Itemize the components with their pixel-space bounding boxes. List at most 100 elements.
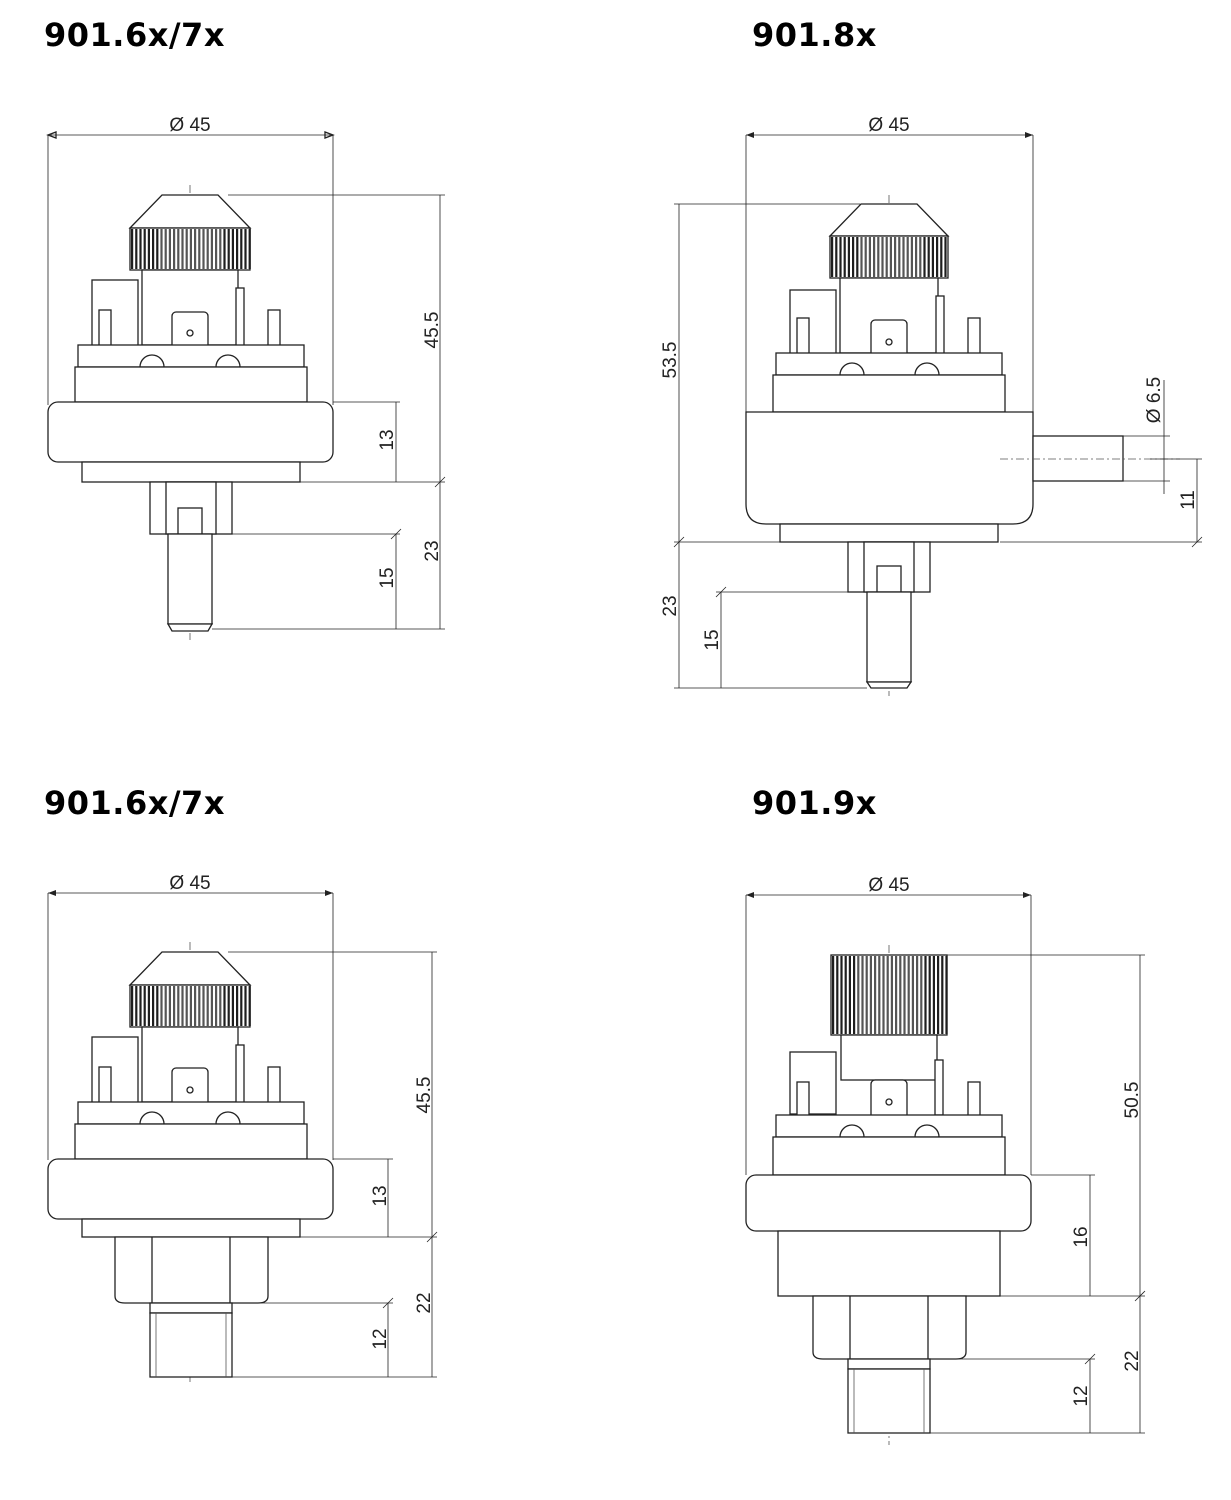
body-label: 13	[370, 1185, 391, 1206]
knurl-ridge	[865, 956, 868, 1034]
knurl-ridge	[198, 986, 201, 1026]
knurl-ridge	[853, 956, 856, 1034]
knurl-ridge	[890, 956, 893, 1034]
knurl-ridge	[902, 237, 905, 277]
switch-drawing-901-9x: Ø 45 50.5 16 22	[745, 875, 1146, 1445]
knurl-ridge	[932, 956, 935, 1034]
knurl-ridge	[835, 237, 838, 277]
knurl-ridge	[143, 986, 146, 1026]
knurl-ridge	[215, 229, 218, 269]
knurl-ridge	[873, 237, 876, 277]
stem-label: 15	[377, 567, 398, 588]
stem-label: 15	[702, 629, 723, 650]
knurl-ridge	[223, 229, 226, 269]
knurl-ridge	[240, 229, 243, 269]
knurl-ridge	[248, 986, 251, 1026]
knurl-ridge	[173, 229, 176, 269]
knurl-ridge	[886, 956, 889, 1034]
knurl-ridge	[152, 229, 155, 269]
knurl-ridge	[206, 986, 209, 1026]
knurl-ridge	[878, 956, 881, 1034]
knurl-ridge	[928, 956, 931, 1034]
knurl-ridge	[135, 229, 138, 269]
knurl-ridge	[906, 237, 909, 277]
stem-total-label: 23	[660, 595, 681, 616]
drawing-title-901-9x: 901.9x	[752, 784, 877, 822]
knurl-ridge	[185, 229, 188, 269]
knurl-ridge	[882, 956, 885, 1034]
knurl-ridge	[840, 956, 843, 1034]
knurl-ridge	[160, 986, 163, 1026]
switch-drawing-901-6x-7x-bottom: Ø 45 45.5 13	[47, 873, 438, 1385]
thread-label: 12	[1071, 1385, 1092, 1406]
knurl-ridge	[156, 229, 159, 269]
knurl-ridge	[231, 229, 234, 269]
height-label: 45.5	[422, 312, 443, 349]
knurl-ridge	[881, 237, 884, 277]
knurl-ridge	[206, 229, 209, 269]
body-label: 13	[377, 429, 398, 450]
knurl-ridge	[202, 986, 205, 1026]
knurl-ridge	[885, 237, 888, 277]
knurl-ridge	[832, 956, 835, 1034]
stem-total-label: 22	[414, 1292, 435, 1313]
knurl-ridge	[147, 986, 150, 1026]
drawing-title-901-6x-7x-top: 901.6x/7x	[44, 16, 225, 54]
knurl-ridge	[181, 986, 184, 1026]
knurl-ridge	[227, 229, 230, 269]
height-label: 45.5	[414, 1077, 435, 1114]
knurl-ridge	[202, 229, 205, 269]
knurl-ridge	[210, 986, 213, 1026]
knurl-ridge	[937, 956, 940, 1034]
knurl-ridge	[848, 956, 851, 1034]
knurl-ridge	[857, 956, 860, 1034]
knurl-ridge	[189, 986, 192, 1026]
knurl-ridge	[156, 986, 159, 1026]
diameter-label: Ø 45	[868, 115, 909, 136]
knurl-ridge	[894, 237, 897, 277]
knurl-ridge	[844, 956, 847, 1034]
knurl-ridge	[219, 986, 222, 1026]
knurl-ridge	[877, 237, 880, 277]
knurl-ridge	[181, 229, 184, 269]
height-label: 50.5	[1122, 1082, 1143, 1119]
knurl-ridge	[856, 237, 859, 277]
knurl-ridge	[847, 237, 850, 277]
knurl-ridge	[194, 229, 197, 269]
knurl-ridge	[916, 956, 919, 1034]
knurl-ridge	[868, 237, 871, 277]
knurl-ridge	[185, 986, 188, 1026]
knurl-ridge	[927, 237, 930, 277]
knurl-ridge	[219, 229, 222, 269]
knurl-ridge	[860, 237, 863, 277]
knurl-ridge	[236, 229, 239, 269]
knurl-ridge	[903, 956, 906, 1034]
height-label: 53.5	[660, 342, 681, 379]
knurl-ridge	[210, 229, 213, 269]
knurl-ridge	[236, 986, 239, 1026]
knurl-ridge	[936, 237, 939, 277]
diameter-label: Ø 45	[169, 873, 210, 894]
drawing-title-901-8x: 901.8x	[752, 16, 877, 54]
knurl-ridge	[168, 229, 171, 269]
knurl-ridge	[869, 956, 872, 1034]
knurl-ridge	[194, 986, 197, 1026]
knurl-ridge	[244, 986, 247, 1026]
knurl-ridge	[843, 237, 846, 277]
knurl-ridge	[160, 229, 163, 269]
knurl-ridge	[231, 986, 234, 1026]
knurl-ridge	[941, 956, 944, 1034]
knurl-ridge	[861, 956, 864, 1034]
knurl-ridge	[198, 229, 201, 269]
knurl-ridge	[895, 956, 898, 1034]
knurl-ridge	[944, 237, 947, 277]
knurl-ridge	[940, 237, 943, 277]
stem-total-label: 22	[1122, 1350, 1143, 1371]
switch-drawing-901-6x-7x-top: Ø 45	[46, 115, 446, 640]
knurl-ridge	[248, 229, 251, 269]
knurl-ridge	[923, 237, 926, 277]
thread-label: 12	[370, 1328, 391, 1349]
knurl-ridge	[907, 956, 910, 1034]
knurl-ridge	[244, 229, 247, 269]
